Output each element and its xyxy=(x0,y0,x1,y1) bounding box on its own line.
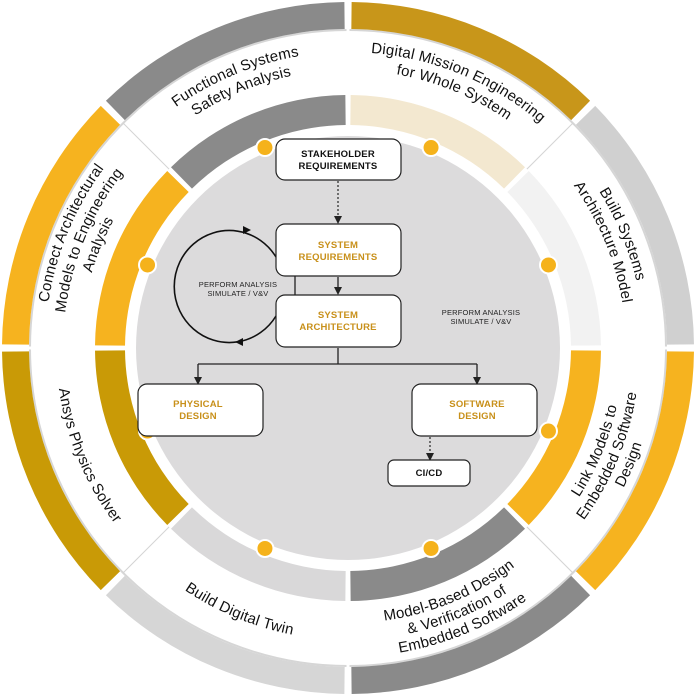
physical-design-line-2: DESIGN xyxy=(179,411,217,422)
system-architecture-box[interactable]: SYSTEM ARCHITECTURE xyxy=(275,294,402,348)
outer-band xyxy=(105,575,345,694)
outer-band xyxy=(2,105,121,345)
physical-design-line-1: PHYSICAL xyxy=(173,399,223,410)
milestone-dot[interactable] xyxy=(421,138,441,158)
outer-band xyxy=(2,351,121,591)
segment-divider xyxy=(122,526,170,574)
milestone-dot[interactable] xyxy=(538,421,558,441)
software-design-line-1: SOFTWARE xyxy=(449,399,504,410)
system-requirements-line-2: REQUIREMENTS xyxy=(299,252,378,263)
loop-label-line-1: PERFORM ANALYSIS xyxy=(199,280,278,289)
flow-chart: STAKEHOLDER REQUIREMENTS SYSTEM REQUIREM… xyxy=(137,138,538,487)
milestone-dot[interactable] xyxy=(421,538,441,558)
outer-band xyxy=(575,351,694,591)
software-design-line-2: DESIGN xyxy=(458,411,496,422)
milestone-dot[interactable] xyxy=(538,255,558,275)
stakeholder-line-2: REQUIREMENTS xyxy=(299,161,378,172)
loop-arrowhead-bottom xyxy=(235,338,243,346)
outer-band xyxy=(105,2,345,121)
milestone-dot[interactable] xyxy=(255,138,275,158)
milestone-dot[interactable] xyxy=(138,255,158,275)
segment-divider xyxy=(526,122,574,170)
outer-band xyxy=(351,575,591,694)
software-design-box[interactable]: SOFTWARE DESIGN xyxy=(411,383,538,437)
system-requirements-box[interactable]: SYSTEM REQUIREMENTS xyxy=(275,223,402,277)
loop-arrowhead-top xyxy=(243,226,251,234)
physical-design-box[interactable]: PHYSICAL DESIGN xyxy=(137,383,264,437)
system-requirements-line-1: SYSTEM xyxy=(318,240,358,251)
right-label-line-1: PERFORM ANALYSIS xyxy=(442,308,521,317)
cicd-label: CI/CD xyxy=(416,468,443,479)
segment-divider xyxy=(526,526,574,574)
milestone-dot[interactable] xyxy=(255,538,275,558)
stakeholder-line-1: STAKEHOLDER xyxy=(301,149,375,160)
segment-divider xyxy=(122,122,170,170)
system-architecture-line-1: SYSTEM xyxy=(318,310,358,321)
right-label-line-2: SIMULATE / V&V xyxy=(450,317,511,326)
cicd-box[interactable]: CI/CD xyxy=(387,459,471,487)
loop-label-line-2: SIMULATE / V&V xyxy=(207,289,268,298)
outer-band xyxy=(575,105,694,345)
system-architecture-line-2: ARCHITECTURE xyxy=(299,322,376,333)
stakeholder-requirements-box[interactable]: STAKEHOLDER REQUIREMENTS xyxy=(275,138,402,181)
center-disk xyxy=(136,136,560,560)
outer-band xyxy=(351,2,591,121)
